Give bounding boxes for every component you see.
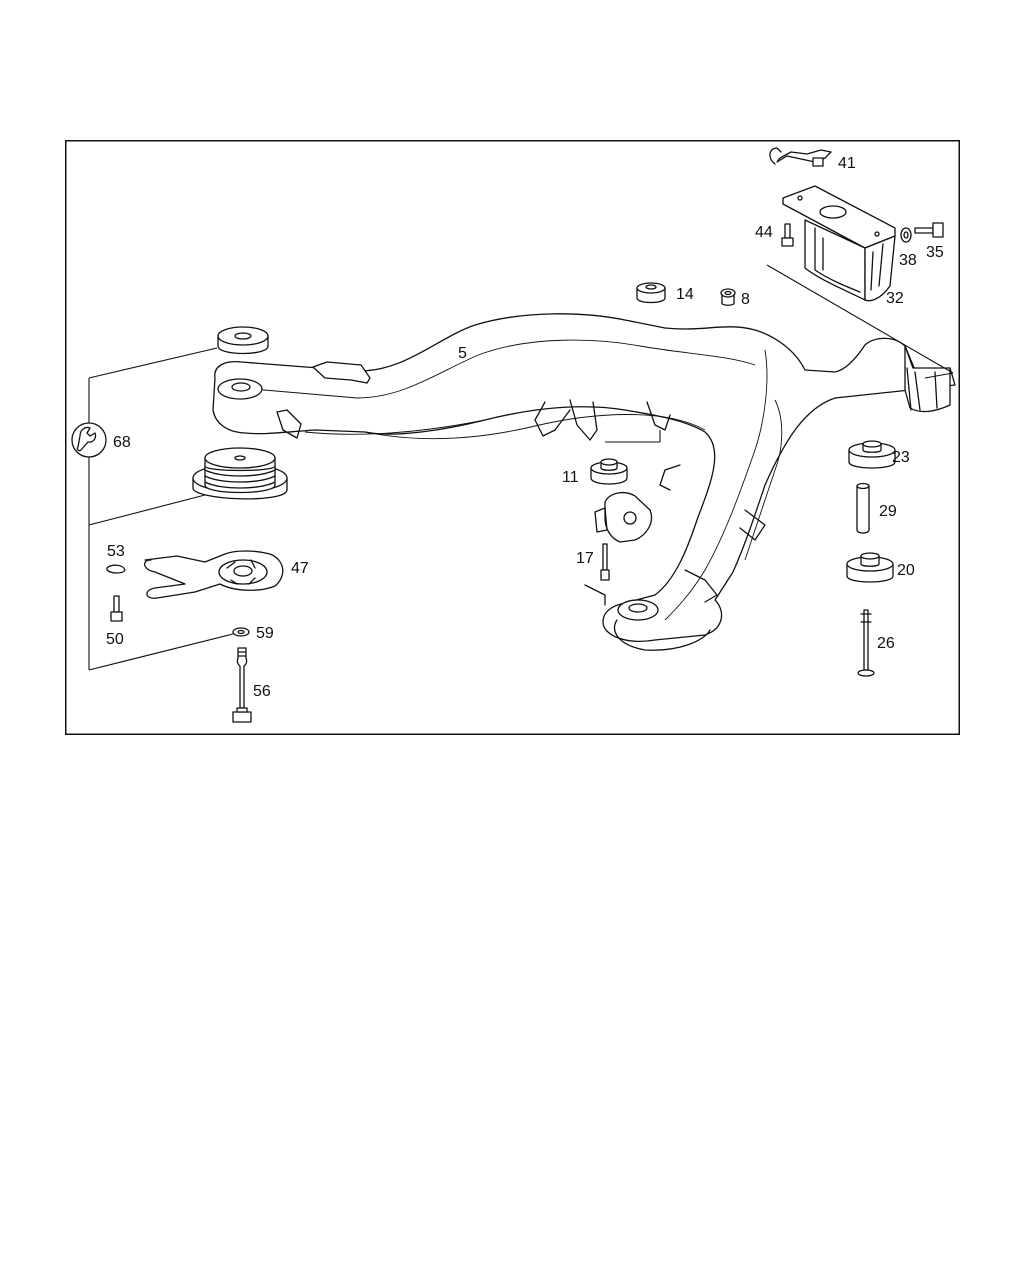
part-11-mount (590, 458, 628, 485)
callout-68: 68 (113, 434, 131, 451)
part-47-carrier (144, 550, 284, 599)
part-35-bolt (914, 222, 944, 238)
part-20-mount (846, 552, 894, 583)
leader-32 (766, 264, 954, 374)
part-50-bolt (110, 595, 123, 622)
callout-32: 32 (886, 290, 904, 307)
parts-diagram: 5 8 11 14 17 20 23 26 29 32 35 38 41 44 … (65, 140, 960, 735)
group-leader-lines (88, 347, 234, 671)
part-38-washer (900, 227, 912, 243)
callout-53: 53 (107, 543, 125, 560)
callout-11: 11 (562, 469, 579, 486)
callout-26: 26 (877, 635, 895, 652)
part-14-mount (636, 282, 666, 304)
part-26-bolt (857, 609, 875, 677)
callout-44: 44 (755, 224, 773, 241)
part-59-washer (232, 627, 250, 637)
part-lower-mount (192, 447, 288, 500)
part-upper-mount (217, 326, 269, 355)
callout-41: 41 (838, 155, 856, 172)
exploded-view-drawing: 5 8 11 14 17 20 23 26 29 32 35 38 41 44 … (65, 140, 960, 735)
differential-flange (594, 491, 653, 543)
part-23-mount (848, 440, 896, 469)
part-32-bracket (782, 185, 896, 302)
callout-47: 47 (291, 560, 309, 577)
wrench-icon (71, 422, 107, 458)
callout-5: 5 (458, 345, 467, 362)
callout-labels: 5 8 11 14 17 20 23 26 29 32 35 38 41 44 … (106, 155, 944, 700)
callout-20: 20 (897, 562, 915, 579)
part-17-bolt (600, 543, 610, 581)
part-8-bushing (720, 288, 736, 306)
callout-29: 29 (879, 503, 897, 520)
callout-35: 35 (926, 244, 944, 261)
part-41-clip (769, 147, 832, 167)
callout-50: 50 (106, 631, 124, 648)
part-29-sleeve (856, 482, 870, 534)
callout-23: 23 (892, 449, 910, 466)
part-53-clip (106, 564, 126, 574)
part-44-bolt (781, 223, 794, 247)
callout-17: 17 (576, 550, 594, 567)
callout-38: 38 (899, 252, 917, 269)
callout-14: 14 (676, 286, 694, 303)
callout-8: 8 (741, 291, 750, 308)
callout-56: 56 (253, 683, 271, 700)
part-56-bolt (232, 647, 252, 723)
callout-59: 59 (256, 625, 274, 642)
subframe-part-5 (212, 313, 956, 651)
